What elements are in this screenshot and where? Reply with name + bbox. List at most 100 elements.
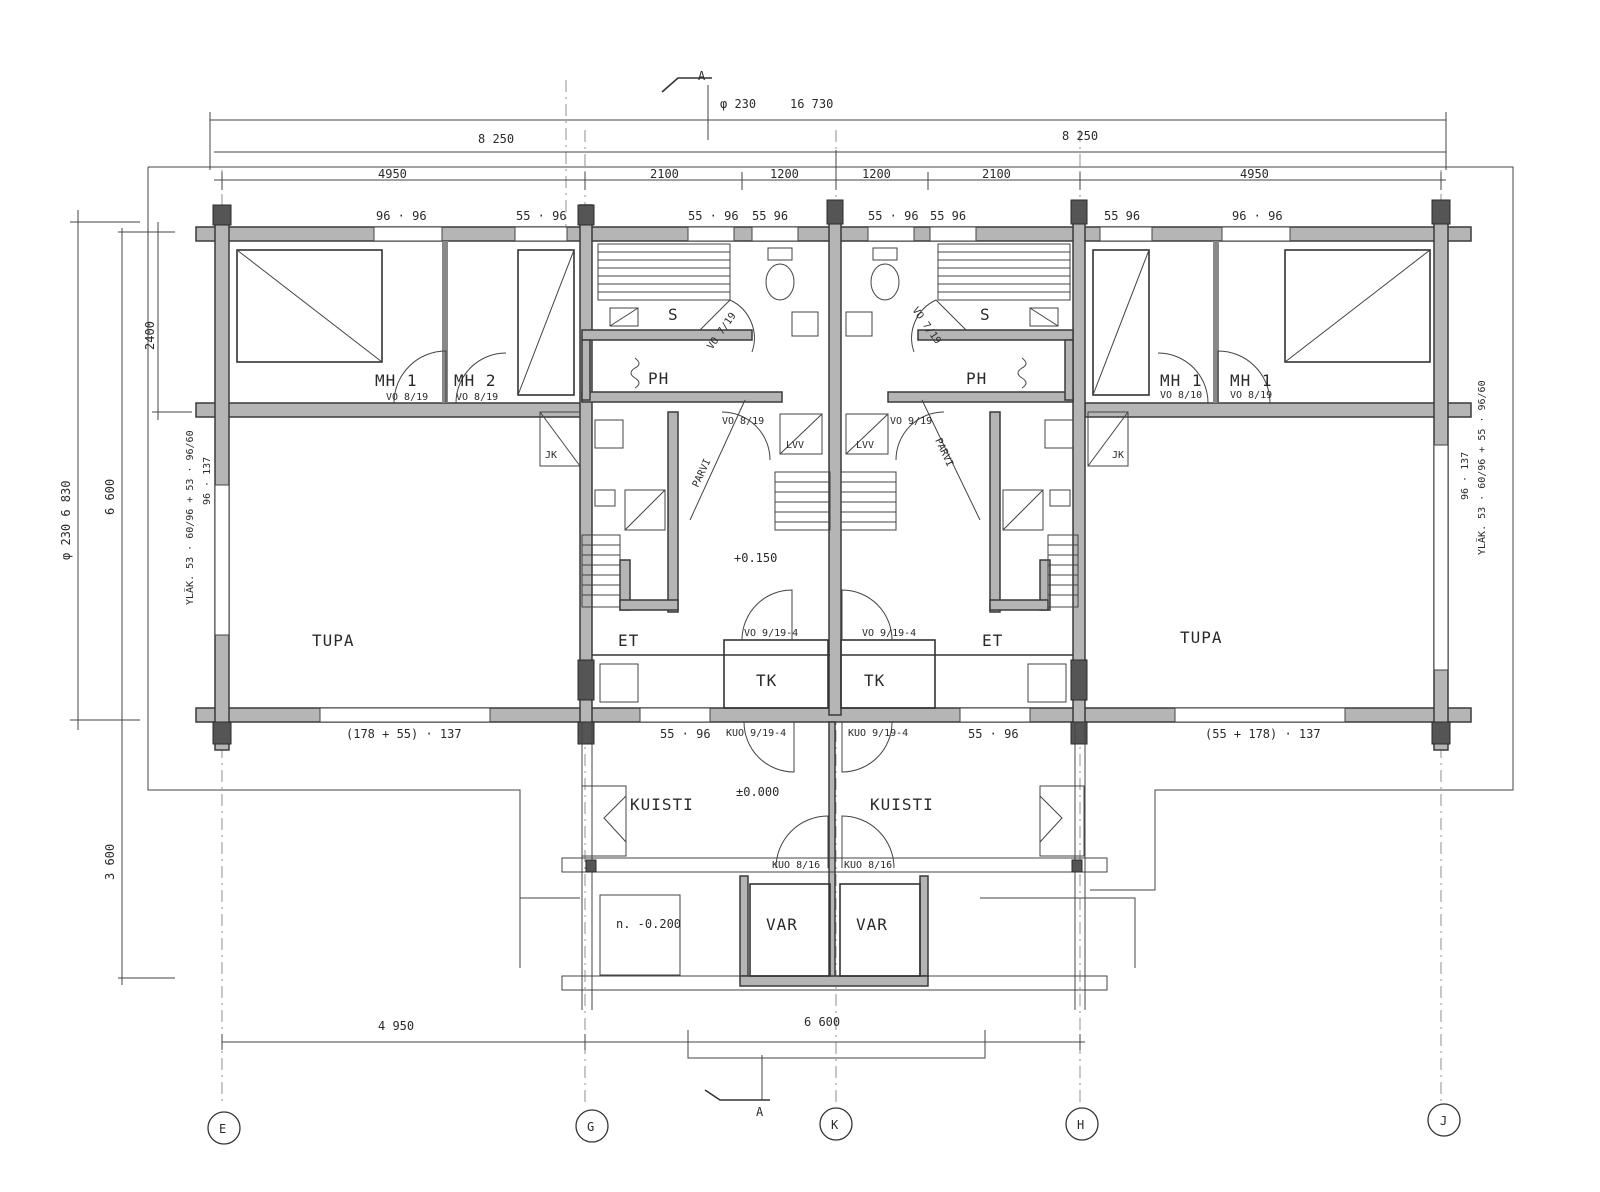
dim-bottom-6600: 6 600: [804, 1015, 840, 1029]
section-label-top: A: [698, 69, 706, 83]
room-kuisti-right: KUISTI: [870, 795, 934, 814]
axis-label-k: K: [831, 1118, 839, 1132]
bottom-windows: (178 + 55) · 137 (55 + 178) · 137 55 · 9…: [319, 707, 1346, 741]
level-et: +0.150: [734, 551, 777, 565]
door-kuo-right: [841, 721, 893, 773]
dim-4950-right: 4950: [1240, 167, 1269, 181]
door-var-right: [841, 815, 895, 869]
side-window-left: YLÄK. 53 · 60/96 + 53 · 96/60: [183, 430, 196, 605]
win-55-96-right-3: 55 96: [1104, 209, 1140, 223]
left-dimensions: φ 230 6 830 6 600 2400 3 600: [59, 210, 192, 985]
dim-left-2400: 2400: [143, 321, 157, 350]
dim-left-3600: 3 600: [103, 844, 117, 880]
stair-central-left: [774, 471, 831, 531]
dim-1200-right: 1200: [862, 167, 891, 181]
axis-markers: E G K H J: [207, 1103, 1461, 1145]
win-bottom-right: (55 + 178) · 137: [1205, 727, 1321, 741]
code-vo-ph-left: VO 8/19: [722, 416, 764, 427]
dim-left-6830: φ 230 6 830: [59, 481, 73, 560]
top-windows: 96 · 96 55 · 96 55 · 96 55 96 55 · 96 55…: [373, 209, 1291, 242]
win-96-96-right: 96 · 96: [1232, 209, 1283, 223]
dim-1200-left: 1200: [770, 167, 799, 181]
dim-total: 16 730: [790, 97, 833, 111]
level-kuisti: ±0.000: [736, 785, 779, 799]
dim-half-right: 8 250: [1062, 129, 1098, 143]
axis-circle-g: [575, 1109, 609, 1143]
axis-circle-e: [207, 1111, 241, 1145]
porch-area: [561, 721, 1108, 1010]
axis-circle-j: [1427, 1103, 1461, 1137]
sauna-bench-left: [597, 243, 731, 327]
sink-left: [791, 311, 819, 337]
room-ph-left: PH: [648, 369, 669, 388]
dim-diam-top: φ 230: [720, 97, 756, 111]
door-mh2-left: [455, 352, 507, 404]
room-tk-left: TK: [756, 671, 777, 690]
door-s-right: [911, 299, 967, 353]
room-var-left: VAR: [766, 915, 798, 934]
levels: +0.150 ±0.000 n. -0.200 LVV LVV JK JK: [545, 440, 1124, 931]
win-55-96-left-1: 55 · 96: [516, 209, 567, 223]
room-et-right: ET: [982, 631, 1003, 650]
room-ph-right: PH: [966, 369, 987, 388]
room-mh2-left: MH 2: [454, 371, 497, 390]
dim-4950-left: 4950: [378, 167, 407, 181]
label-parvi-right: PARVI: [932, 437, 955, 469]
shower-right: [1017, 357, 1027, 389]
label-jk-right: JK: [1112, 450, 1124, 461]
room-et-left: ET: [618, 631, 639, 650]
shower-left: [630, 357, 640, 389]
left-unit: [236, 243, 831, 869]
side-window-right: YLÄK. 53 · 60/96 + 55 · 96/60: [1475, 380, 1488, 555]
right-side-window: [1433, 444, 1449, 671]
room-mh1-right-a: MH 1: [1160, 371, 1203, 390]
level-var: n. -0.200: [616, 917, 681, 931]
room-mh1-left: MH 1: [375, 371, 418, 390]
win-55-96-bottom-left: 55 · 96: [660, 727, 711, 741]
code-vo-mh1-left: VO 8/19: [386, 392, 428, 403]
win-bottom-left: (178 + 55) · 137: [346, 727, 462, 741]
axis-label-g: G: [587, 1120, 594, 1134]
door-et-right: [841, 589, 893, 641]
room-tupa-right: TUPA: [1180, 628, 1223, 647]
door-var-left: [775, 815, 829, 869]
left-side-window: [214, 484, 230, 636]
roof-outline: [147, 166, 1514, 968]
label-parvi-left: PARVI: [691, 457, 714, 489]
code-kuo-var-right: KUO 8/16: [844, 860, 892, 871]
code-vo-et-left: VO 9/19-4: [744, 628, 798, 639]
win-55-96-left-3: 55 96: [752, 209, 788, 223]
win-96-96-left: 96 · 96: [376, 209, 427, 223]
win-55-96-left-2: 55 · 96: [688, 209, 739, 223]
section-label-bottom: A: [756, 1105, 764, 1119]
dim-left-6600: 6 600: [103, 479, 117, 515]
room-kuisti-left: KUISTI: [630, 795, 694, 814]
code-kuo-right: KUO 9/19-4: [848, 728, 908, 739]
code-vo-mh1-right-a: VO 8/10: [1160, 390, 1202, 401]
room-tupa-left: TUPA: [312, 631, 355, 650]
label-lvv-right: LVV: [856, 440, 874, 451]
win-55-96-right-1: 55 · 96: [868, 209, 919, 223]
code-vo-et-right: VO 9/19-4: [862, 628, 916, 639]
axis-circle-k: [819, 1107, 853, 1141]
top-dimensions: φ 230 16 730 8 250 8 250 4950 2100 1200 …: [209, 85, 1447, 190]
dim-half-left: 8 250: [478, 132, 514, 146]
code-kuo-left: KUO 9/19-4: [726, 728, 786, 739]
room-labels: MH 1 MH 2 S PH TUPA ET TK KUISTI VAR S P…: [312, 305, 1272, 934]
room-tk-right: TK: [864, 671, 885, 690]
toilet-right: [870, 263, 900, 301]
outer-walls: [195, 204, 1472, 751]
code-vo-ph-right: VO 9/19: [890, 416, 932, 427]
section-mark-top: A: [661, 69, 712, 93]
room-s-left: S: [668, 305, 679, 324]
door-mh1-right-b: [1217, 350, 1271, 404]
toilet-left: [765, 263, 795, 301]
bottom-dimensions: 4 950 6 600: [221, 1015, 1085, 1059]
door-kuo-left: [743, 721, 795, 773]
dim-2100-right: 2100: [982, 167, 1011, 181]
section-mark-bottom: A: [704, 1055, 770, 1119]
code-vo-mh1-right-b: VO 8/19: [1230, 390, 1272, 401]
room-s-right: S: [980, 305, 991, 324]
axis-circle-h: [1065, 1107, 1099, 1141]
